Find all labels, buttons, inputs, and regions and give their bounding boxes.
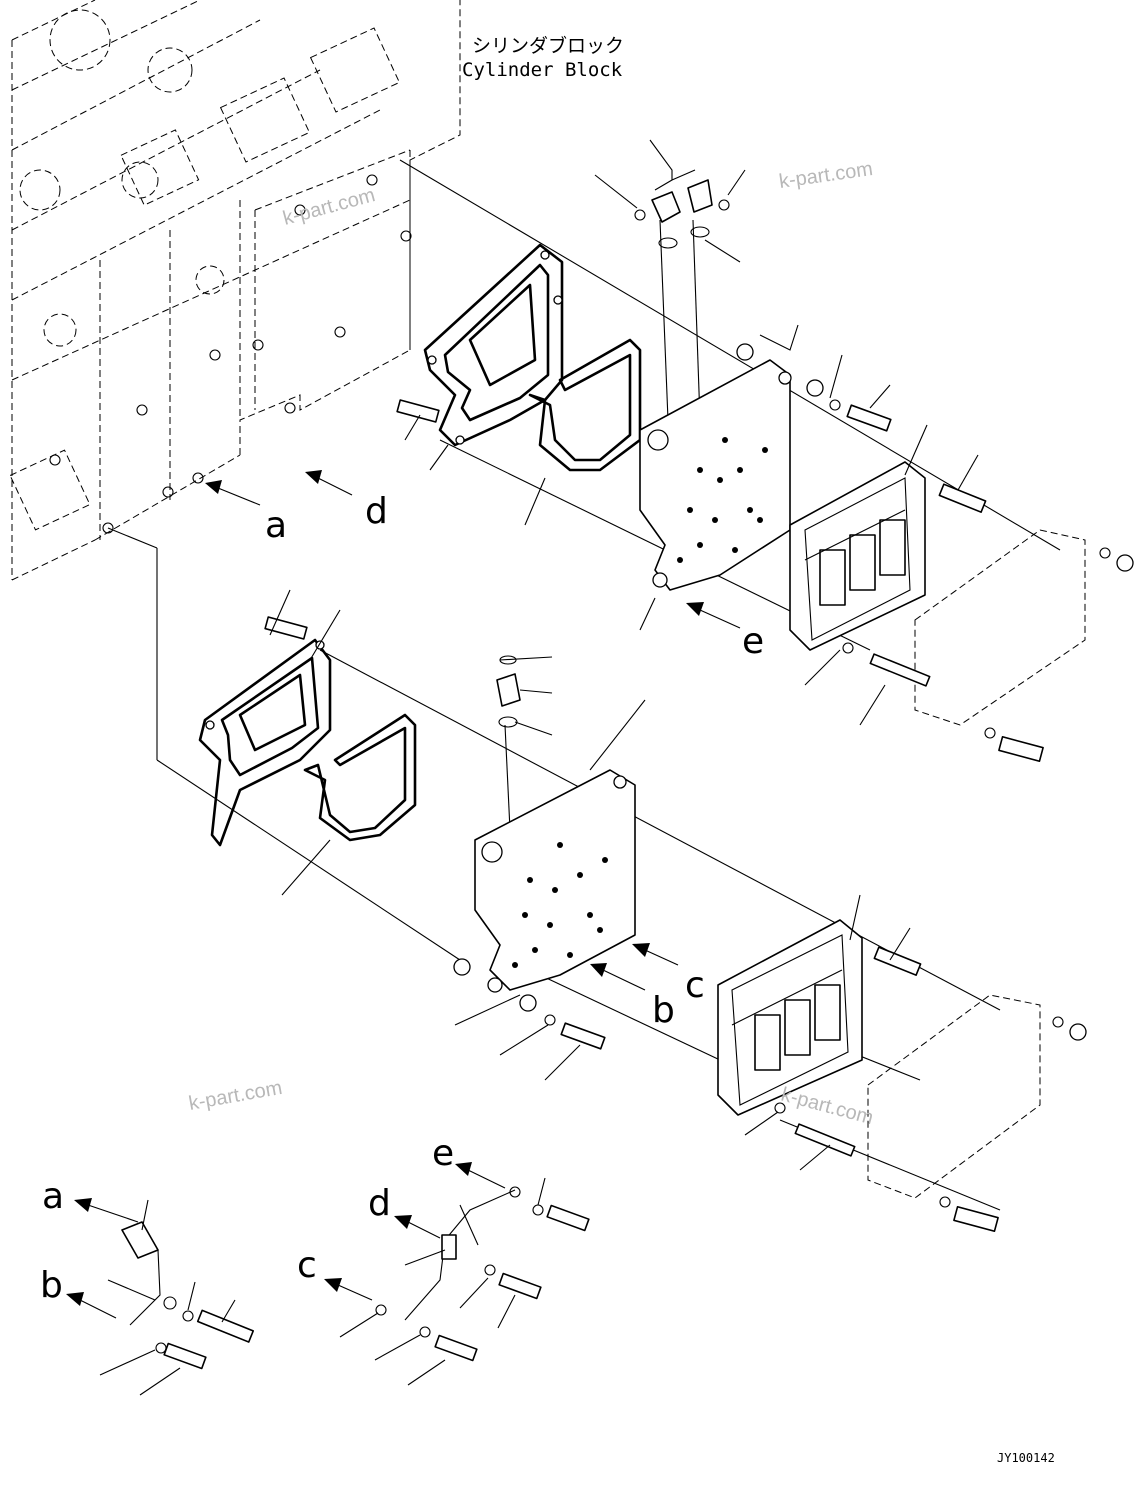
lower-seal-ring bbox=[303, 713, 417, 842]
lower-gasket-frame bbox=[198, 638, 332, 847]
upper-seal-ring bbox=[528, 338, 642, 472]
watermark-bottom-right: k-part.com bbox=[779, 1084, 876, 1130]
lower-fasteners bbox=[264, 616, 999, 1232]
title-english: Cylinder Block bbox=[462, 59, 623, 81]
upper-controller-ecu bbox=[789, 461, 926, 651]
label-a-detail: a bbox=[42, 1176, 64, 1217]
view-arrows bbox=[66, 470, 741, 1319]
view-labels: a d e c b a b e d c bbox=[40, 491, 764, 1306]
cylinder-block-title: シリンダブロック Cylinder Block bbox=[462, 34, 624, 81]
drawing-code: JY100142 bbox=[997, 1451, 1055, 1465]
cylinder-block-outline bbox=[9, 0, 461, 581]
alignment-lines bbox=[107, 159, 1061, 1211]
upper-gasket-frame bbox=[423, 243, 564, 447]
watermark-top-right: k-part.com bbox=[778, 158, 875, 193]
ground-harness-detail bbox=[121, 1186, 590, 1370]
label-b-upper: b bbox=[652, 990, 675, 1031]
upper-mounting-plate bbox=[639, 359, 792, 591]
label-c-upper: c bbox=[685, 965, 705, 1006]
lower-cover-plate bbox=[867, 994, 1087, 1199]
watermark-bottom-left: k-part.com bbox=[187, 1077, 284, 1115]
lower-controller-ecu bbox=[717, 919, 863, 1116]
label-e-upper: e bbox=[742, 621, 764, 662]
label-b-detail: b bbox=[40, 1265, 63, 1306]
watermark-top-left: k-part.com bbox=[281, 184, 378, 230]
lower-mounting-plate bbox=[474, 769, 636, 993]
title-japanese: シリンダブロック bbox=[472, 34, 624, 57]
label-d-upper: d bbox=[365, 491, 388, 532]
callout-leaders bbox=[99, 139, 979, 1396]
label-a-upper: a bbox=[265, 505, 287, 546]
upper-cover-plate bbox=[914, 529, 1134, 726]
label-d-detail: d bbox=[368, 1183, 391, 1224]
label-e-detail: e bbox=[432, 1133, 454, 1174]
upper-fasteners bbox=[396, 179, 1044, 762]
label-c-detail: c bbox=[297, 1245, 317, 1286]
